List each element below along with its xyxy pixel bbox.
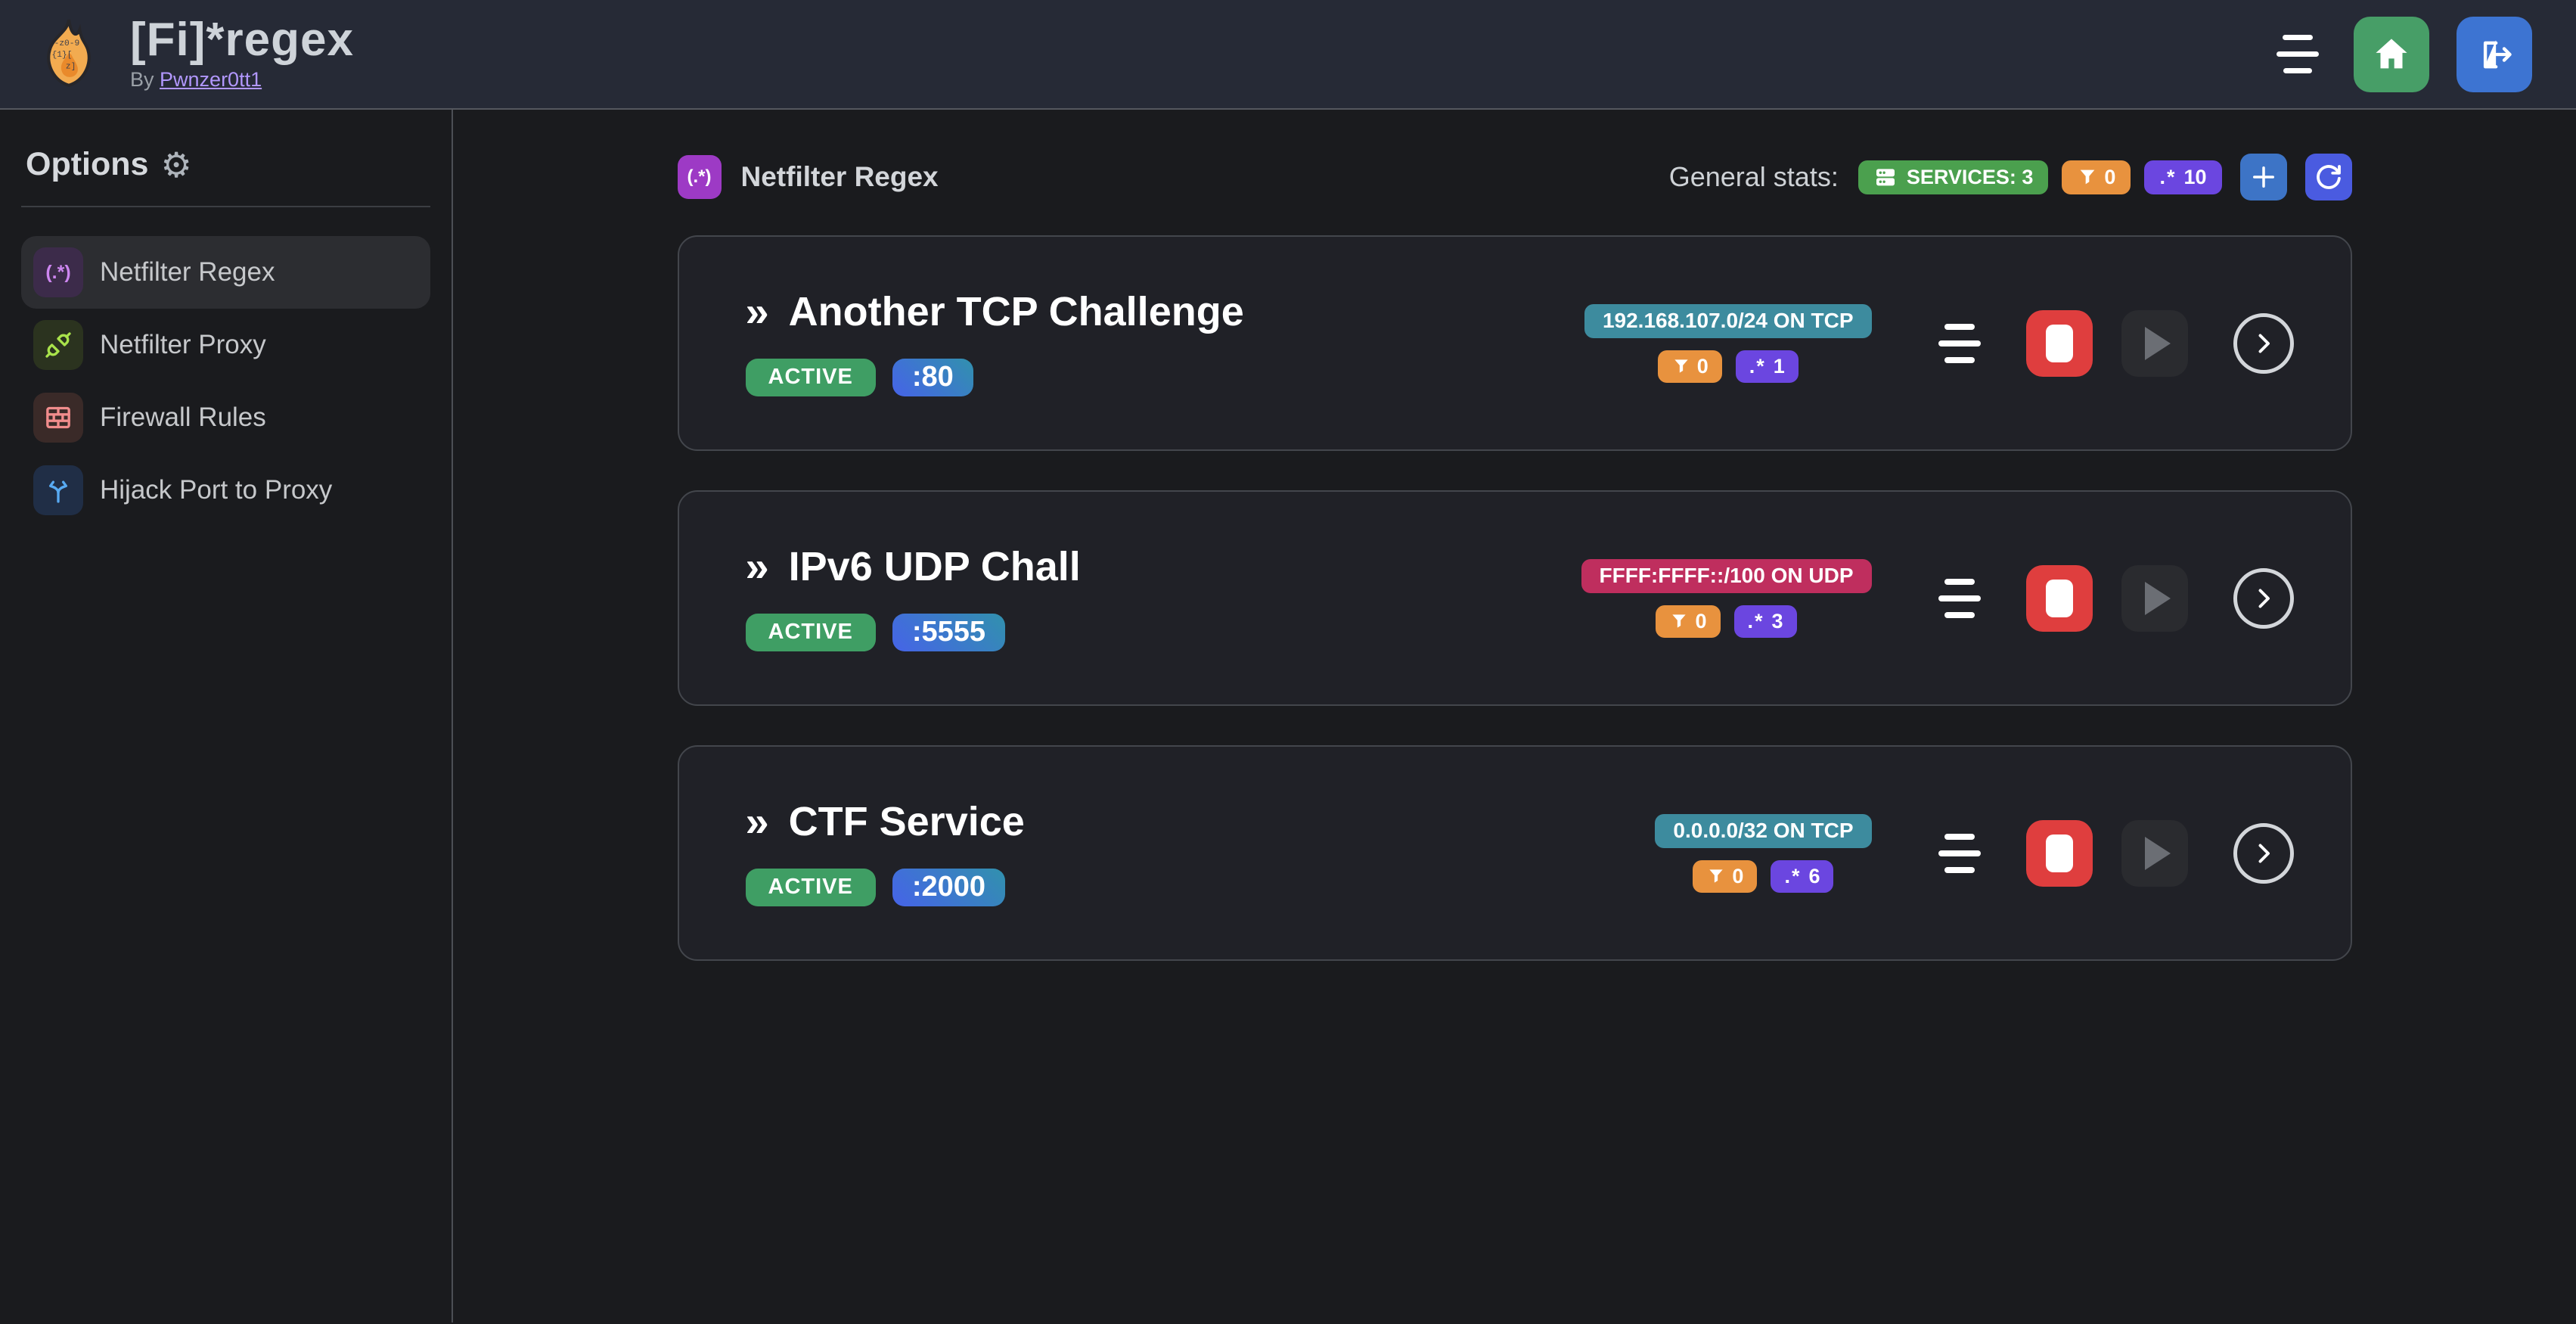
service-menu-icon[interactable] — [1932, 573, 1987, 624]
cidr-badge: 0.0.0.0/32 ON TCP — [1655, 813, 1872, 848]
regex-dot-star-icon: .* — [1784, 864, 1802, 887]
refresh-icon — [2316, 165, 2341, 189]
service-list: » Another TCP Challenge ACTIVE :80 192.1… — [677, 235, 2352, 961]
double-chevron-icon: » — [745, 797, 769, 845]
stop-service-button[interactable] — [2025, 819, 2093, 887]
split-arrows-icon — [33, 465, 83, 515]
author-link[interactable]: Pwnzer0tt1 — [160, 68, 262, 91]
service-name: CTF Service — [788, 798, 1025, 844]
plus-icon — [2252, 166, 2274, 188]
chevron-right-icon — [2258, 589, 2270, 608]
sidebar-heading-label: Options — [26, 146, 149, 182]
regex-icon: (.*) — [33, 247, 83, 297]
service-name: Another TCP Challenge — [788, 288, 1244, 334]
play-icon — [2144, 836, 2171, 870]
byline: By Pwnzer0tt1 — [130, 68, 262, 91]
cidr-badge: FFFF:FFFF::/100 ON UDP — [1581, 558, 1872, 593]
regex-dot-star-icon: .* — [2159, 165, 2177, 188]
stats-label: General stats: — [1668, 161, 1839, 192]
stop-icon — [2045, 834, 2073, 872]
service-name: IPv6 UDP Chall — [788, 543, 1081, 589]
app-logo-flame-icon: -z0-9 {1}[ z] — [47, 19, 91, 87]
stop-icon — [2045, 579, 2073, 617]
start-service-button[interactable] — [2121, 819, 2188, 887]
svg-text:{1}[: {1}[ — [52, 51, 73, 60]
regex-count-badge: .* 6 — [1771, 859, 1834, 893]
port-badge: :2000 — [892, 868, 1006, 906]
funnel-icon — [1674, 359, 1688, 373]
brick-wall-icon — [33, 393, 83, 443]
regex-count-badge: .* 1 — [1735, 350, 1799, 383]
sidebar-item-netfilter-proxy[interactable]: Netfilter Proxy — [21, 309, 430, 381]
general-stats: General stats: SERVICES: 3 — [1669, 154, 2352, 200]
filters-count-badge: 0 — [2062, 160, 2131, 194]
svg-text:z]: z] — [66, 62, 76, 71]
chevron-right-icon — [2258, 844, 2270, 862]
home-icon — [2376, 38, 2407, 68]
service-card: » Another TCP Challenge ACTIVE :80 192.1… — [677, 235, 2352, 451]
sidebar-item-hijack-port[interactable]: Hijack Port to Proxy — [21, 454, 430, 527]
port-badge: :80 — [892, 358, 973, 396]
regex-icon: (.*) — [677, 155, 722, 199]
stop-service-button[interactable] — [2025, 309, 2093, 377]
sidebar-item-label: Firewall Rules — [100, 402, 266, 432]
filters-count-badge: 0 — [1693, 859, 1758, 893]
double-chevron-icon: » — [745, 542, 769, 590]
main-content: (.*) Netfilter Regex General stats: SERV… — [453, 110, 2576, 1322]
sidebar-item-netfilter-regex[interactable]: (.*) Netfilter Regex — [21, 236, 430, 309]
refresh-button[interactable] — [2304, 154, 2352, 200]
service-card: » IPv6 UDP Chall ACTIVE :5555 FFFF:FFFF:… — [677, 490, 2352, 706]
sidebar-item-label: Hijack Port to Proxy — [100, 475, 333, 505]
regex-dot-star-icon: .* — [1749, 354, 1766, 378]
service-menu-icon[interactable] — [1932, 828, 1987, 879]
status-badge: ACTIVE — [745, 868, 876, 906]
sidebar: Options ⚙ (.*) Netfilter Regex Netfilter… — [0, 110, 453, 1322]
open-service-button[interactable] — [2233, 312, 2294, 374]
port-badge: :5555 — [892, 613, 1006, 651]
services-count-badge: SERVICES: 3 — [1858, 160, 2049, 194]
navbar: -z0-9 {1}[ z] [Fi]*regex By Pwnzer0tt1 — [0, 0, 2576, 110]
main-header: (.*) Netfilter Regex General stats: SERV… — [677, 154, 2352, 200]
home-button[interactable] — [2354, 16, 2429, 92]
svg-text:-z0-9: -z0-9 — [54, 39, 80, 48]
start-service-button[interactable] — [2121, 309, 2188, 377]
cidr-badge: 192.168.107.0/24 ON TCP — [1584, 303, 1872, 338]
logout-icon — [2483, 39, 2512, 68]
app-title: [Fi]*regex — [130, 14, 354, 66]
logout-button[interactable] — [2457, 16, 2532, 92]
play-icon — [2144, 581, 2171, 615]
service-card: » CTF Service ACTIVE :2000 0.0.0.0/32 ON… — [677, 745, 2352, 961]
funnel-icon — [1672, 614, 1687, 628]
filters-count-badge: 0 — [1657, 350, 1722, 383]
chevron-right-icon — [2258, 334, 2270, 353]
sidebar-item-firewall-rules[interactable]: Firewall Rules — [21, 381, 430, 454]
sidebar-item-label: Netfilter Regex — [100, 257, 275, 287]
stop-icon — [2045, 324, 2073, 362]
funnel-icon — [2081, 169, 2095, 185]
add-service-button[interactable] — [2239, 154, 2287, 200]
double-chevron-icon: » — [745, 287, 769, 335]
gear-icon: ⚙ — [160, 145, 192, 185]
server-icon — [1876, 169, 1895, 186]
open-service-button[interactable] — [2233, 822, 2294, 884]
regex-count-badge: .* 10 — [2144, 160, 2222, 194]
filters-count-badge: 0 — [1656, 605, 1721, 638]
service-menu-icon[interactable] — [1932, 318, 1987, 369]
regex-count-badge: .* 3 — [1733, 605, 1797, 638]
page-title: Netfilter Regex — [740, 161, 939, 192]
funnel-icon — [1709, 869, 1724, 883]
status-badge: ACTIVE — [745, 358, 876, 396]
regex-dot-star-icon: .* — [1747, 609, 1764, 632]
sidebar-divider — [21, 206, 430, 207]
status-badge: ACTIVE — [745, 613, 876, 651]
start-service-button[interactable] — [2121, 564, 2188, 632]
sidebar-item-label: Netfilter Proxy — [100, 330, 266, 359]
plug-icon — [33, 320, 83, 370]
sidebar-heading: Options ⚙ — [21, 146, 430, 183]
burger-menu-icon[interactable] — [2269, 27, 2326, 81]
open-service-button[interactable] — [2233, 567, 2294, 629]
stop-service-button[interactable] — [2025, 564, 2093, 632]
play-icon — [2144, 326, 2171, 360]
